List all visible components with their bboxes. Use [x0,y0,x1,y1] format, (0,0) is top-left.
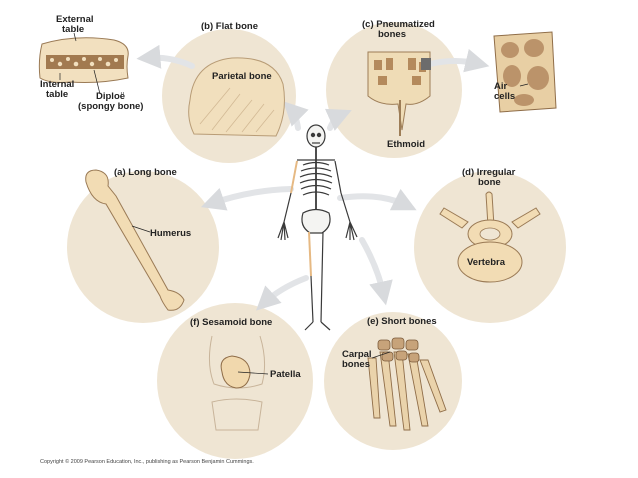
left-hand [277,221,289,241]
skeleton-highlight-humerus [290,160,298,194]
diploe-spongy-layer [46,55,124,69]
sesamoid-specimen: Patella [270,369,301,380]
long-bone-title: (a) Long bone [114,167,177,178]
irregular-title-line1: (d) Irregular [462,167,516,178]
carpal-line1: Carpal [342,349,372,360]
skull [306,124,326,148]
section-leaders [59,32,101,95]
sesamoid-title: (f) Sesamoid bone [190,317,273,328]
arrow-ethmoid-to-aircells [427,48,490,73]
vertebra [439,191,541,283]
internal-table-line2: table [46,89,69,100]
ribcage [299,161,333,196]
long-bone-specimen: Humerus [150,228,192,239]
copyright-notice: Copyright © 2009 Pearson Education, Inc.… [40,459,254,465]
arrows [136,44,490,311]
right-arm [334,160,351,223]
pneumatized-specimen: Ethmoid [387,139,425,150]
carpal-line2: bones [342,359,370,370]
ethmoid-highlight-box [421,58,431,70]
arrow-to-irregular [337,188,417,211]
parietal-bone [188,57,285,137]
diploe-line1: Diploë [96,91,126,102]
arrow-flat-to-section [136,44,195,69]
irregular-specimen: Vertebra [467,257,506,268]
pelvis [301,208,331,234]
irregular-title-line2: bone [478,177,501,188]
skeleton-highlight-femur [308,231,312,277]
arrow-to-flat [283,101,309,131]
air-cells-line2: cells [494,91,516,102]
carpal-leader [371,351,391,359]
air-cells-line1: Air [494,81,508,92]
air-cells-leader [519,83,529,87]
hand-bones [367,351,447,431]
external-table-line1: External [56,14,94,25]
arrow-to-long [200,186,294,211]
ethmoid-bone [367,51,431,131]
arrow-to-sesamoid [256,275,309,311]
carpal-bones [377,337,420,363]
flat-bone-title: (b) Flat bone [201,21,258,32]
short-bones-title: (e) Short bones [367,316,437,327]
arrow-to-short [359,237,393,306]
skeleton [277,124,358,331]
pneumatized-title-line2: bones [378,29,406,40]
patella-leader [237,371,269,375]
arrow-to-pneumatized [324,108,352,131]
patella [220,355,251,389]
internal-table-line1: Internal [40,79,75,90]
right-hand [345,221,358,241]
parietal-texture [199,87,275,133]
pneumatized-title-line1: (c) Pneumatized [362,19,435,30]
spongy-pores [50,57,118,67]
humerus [85,169,185,311]
right-leg [320,231,324,323]
diploe-line2: (spongy bone) [78,101,144,112]
air-cell-cavities [501,39,549,106]
humerus-leader [131,225,151,233]
external-table-line2: table [62,24,85,35]
flat-bone-specimen: Parietal bone [212,71,272,82]
short-bone-circle [324,312,462,450]
